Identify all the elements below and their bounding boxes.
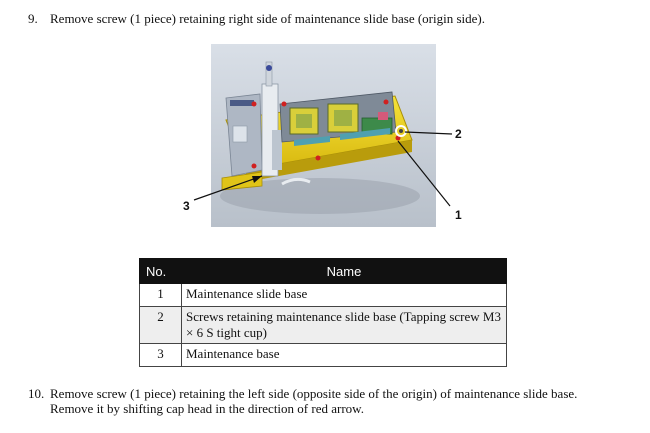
header-no: No. — [139, 258, 182, 284]
header-name: Name — [181, 258, 507, 284]
table-row: 2 Screws retaining maintenance slide bas… — [139, 306, 507, 344]
leader-line-2 — [404, 131, 453, 135]
maintenance-base — [221, 171, 263, 191]
row-no: 1 — [139, 283, 182, 307]
table-row: 1 Maintenance slide base — [139, 283, 507, 307]
step-number: 9. — [28, 11, 38, 26]
step-text-line-2: Remove it by shifting cap head in the di… — [50, 401, 364, 416]
step-number: 10. — [28, 386, 45, 401]
maintenance-unit-illustration — [193, 44, 453, 227]
row-no: 3 — [139, 343, 182, 367]
row-name: Screws retaining maintenance slide base … — [181, 306, 507, 344]
step-9-instruction: 9. Remove screw (1 piece) retaining right… — [28, 11, 485, 26]
callout-label-1: 1 — [455, 208, 462, 222]
table-row: 3 Maintenance base — [139, 343, 507, 367]
row-name: Maintenance base — [181, 343, 507, 367]
step-text: Remove screw (1 piece) retaining right s… — [50, 11, 485, 26]
leader-line-3 — [193, 175, 263, 201]
row-no: 2 — [139, 306, 182, 344]
step-10-instruction: 10. Remove screw (1 piece) retaining the … — [28, 386, 628, 416]
parts-table: No. Name 1 Maintenance slide base 2 Scre… — [139, 258, 507, 367]
screw-highlight-circle — [395, 125, 407, 137]
row-name: Maintenance slide base — [181, 283, 507, 307]
callout-label-3: 3 — [183, 199, 190, 213]
leader-line-1 — [397, 140, 451, 207]
table-header-row: No. Name — [139, 258, 507, 284]
callout-label-2: 2 — [455, 127, 462, 141]
step-text-line-1: Remove screw (1 piece) retaining the lef… — [50, 386, 578, 401]
